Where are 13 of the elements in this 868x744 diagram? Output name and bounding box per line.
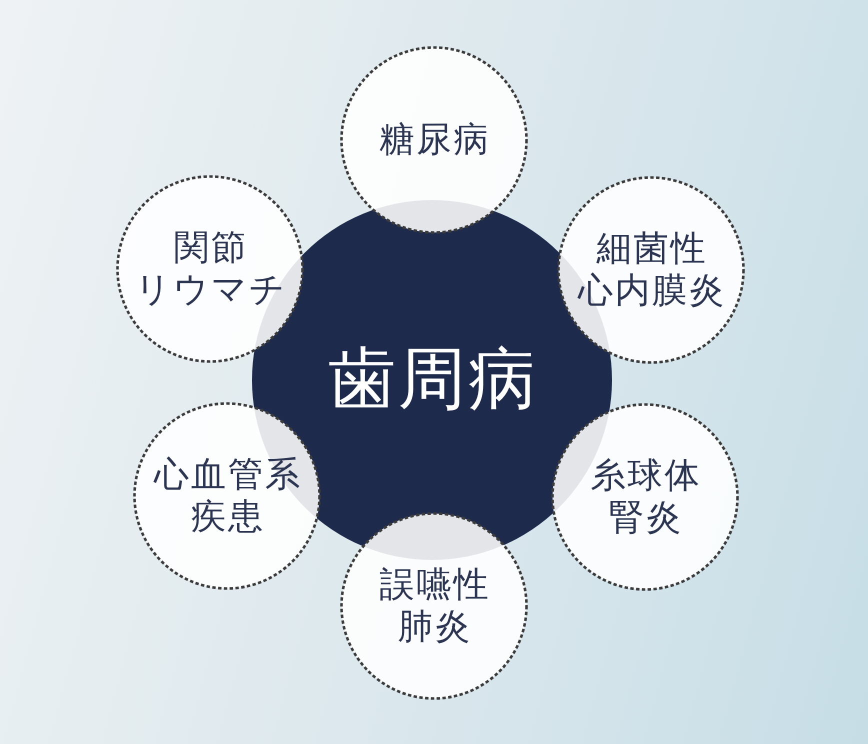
circle-label: 細菌性心内膜炎	[576, 228, 727, 312]
circle-label: 心血管系疾患	[152, 454, 303, 538]
circle-label: 関節リウマチ	[134, 227, 288, 311]
topic-circle	[340, 46, 528, 234]
topic-circle	[340, 512, 528, 700]
topic-circle	[116, 175, 304, 363]
topic-circle	[551, 403, 739, 591]
circle-label: 歯周病	[327, 340, 539, 420]
topic-circle	[133, 402, 321, 590]
topic-circle	[557, 176, 745, 364]
circle-label: 糖尿病	[378, 119, 492, 161]
circle-label: 誤嚥性肺炎	[378, 564, 492, 648]
circle-label: 糸球体腎炎	[590, 455, 702, 539]
